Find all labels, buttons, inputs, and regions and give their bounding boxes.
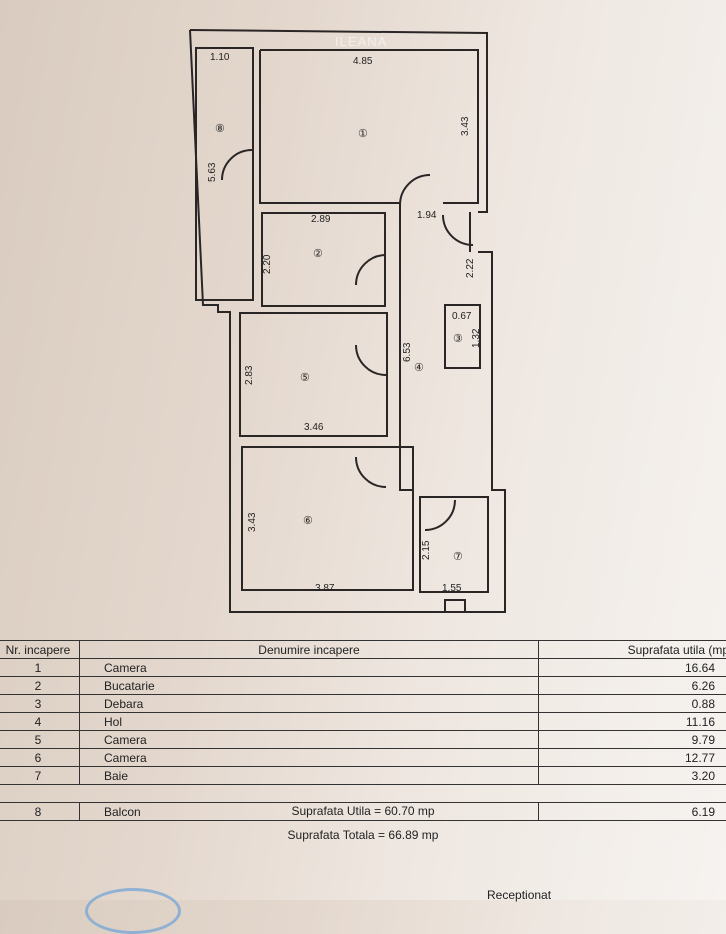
dimensions: 1.10 4.85 3.43 5.63 2.89 1.94 2.20 2.22 … (207, 52, 482, 594)
dim-label: 4.85 (353, 56, 373, 67)
suprafata-totala: Suprafata Totala = 66.89 mp (0, 828, 726, 842)
room-label-8: ⑧ (215, 123, 225, 135)
dim-label: 2.89 (311, 214, 331, 225)
cell-name: Baie (80, 767, 539, 785)
cell-nr: 7 (0, 767, 80, 785)
cell-nr: 3 (0, 695, 80, 713)
rooms-table: Nr. incapere Denumire incapere Suprafata… (0, 640, 726, 785)
dim-label: 1.32 (471, 328, 482, 348)
dim-label: 3.43 (247, 512, 258, 532)
room-label-1: ① (358, 128, 368, 140)
cell-area: 16.64 (539, 659, 726, 677)
cell-area: 6.19 (539, 803, 726, 821)
cell-name: Camera (80, 749, 539, 767)
room-label-4: ④ (414, 362, 424, 374)
dim-label: 2.83 (244, 365, 255, 385)
cell-area: 9.79 (539, 731, 726, 749)
dim-label: 2.15 (421, 540, 432, 560)
dim-label: 0.67 (452, 311, 472, 322)
dim-label: 1.10 (210, 52, 230, 63)
room-label-3: ③ (453, 333, 463, 345)
dim-label: 2.20 (262, 254, 273, 274)
cell-name: Balcon (80, 803, 539, 821)
dim-label: 1.94 (417, 210, 437, 221)
room-label-2: ② (313, 248, 323, 260)
floor-plan: ILEANA ① ② ③ ④ ⑤ ⑥ ⑦ ⑧ 1.10 4.85 3.43 5.… (0, 0, 726, 640)
cell-nr: 4 (0, 713, 80, 731)
header-nr: Nr. incapere (0, 641, 80, 659)
cell-nr: 6 (0, 749, 80, 767)
dim-label: 1.55 (442, 583, 462, 594)
cell-nr: 2 (0, 677, 80, 695)
dim-label: 3.46 (304, 422, 324, 433)
dim-label: 5.63 (207, 162, 218, 182)
door-arc (222, 150, 252, 180)
cell-name: Debara (80, 695, 539, 713)
watermark: ILEANA (335, 34, 387, 49)
cell-area: 12.77 (539, 749, 726, 767)
stamp (85, 888, 181, 934)
cell-name: Bucatarie (80, 677, 539, 695)
cell-name: Hol (80, 713, 539, 731)
cell-nr: 5 (0, 731, 80, 749)
cell-name: Camera (80, 731, 539, 749)
room-label-5: ⑤ (300, 372, 310, 384)
dim-label: 3.87 (315, 583, 335, 594)
cell-area: 3.20 (539, 767, 726, 785)
dim-label: 3.43 (460, 116, 471, 136)
cell-area: 0.88 (539, 695, 726, 713)
room-label-7: ⑦ (453, 551, 463, 563)
cell-nr: 8 (0, 803, 80, 821)
room-label-6: ⑥ (303, 515, 313, 527)
cell-area: 6.26 (539, 677, 726, 695)
table-header: Nr. incapere Denumire incapere Suprafata… (0, 641, 726, 659)
header-name: Denumire incapere (80, 641, 539, 659)
cell-area: 11.16 (539, 713, 726, 731)
header-area: Suprafata utila (mp (539, 641, 726, 659)
cell-nr: 1 (0, 659, 80, 677)
dim-label: 6.53 (402, 342, 413, 362)
cell-name: Camera (80, 659, 539, 677)
dim-label: 2.22 (465, 258, 476, 278)
